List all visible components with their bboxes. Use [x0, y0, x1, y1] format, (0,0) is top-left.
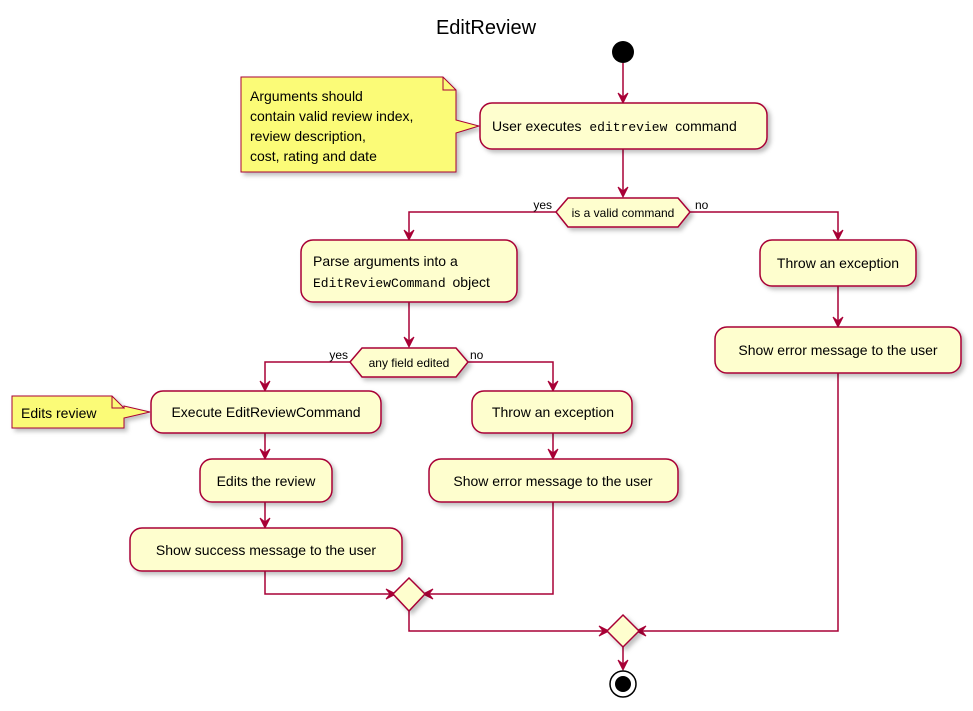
activity-execute-command: Execute EditReviewCommand	[150, 390, 382, 434]
merge-node-inner	[391, 576, 427, 613]
activity-throw-right-label: Throw an exception	[777, 255, 899, 271]
activity-parse-line-1: Parse arguments into a	[313, 253, 458, 269]
edge-success-to-merge	[264, 571, 393, 595]
activity-throw-mid: Throw an exception	[471, 390, 633, 434]
note-arguments-line-3: review description,	[250, 128, 366, 144]
edge-merge-to-merge	[408, 611, 606, 632]
edges	[259, 63, 844, 672]
edge-edited-no	[468, 361, 554, 388]
decision-valid-command-label: is a valid command	[572, 206, 675, 220]
activity-throw-right: Throw an exception	[759, 239, 917, 287]
note-arguments-line-4: cost, rating and date	[250, 148, 377, 164]
svg-text:EditReviewCommand object: EditReviewCommand object	[313, 274, 490, 291]
edge-error-mid-to-merge	[426, 502, 554, 595]
activity-show-error-right-label: Show error message to the user	[738, 342, 938, 358]
note-arguments-line-2: contain valid review index,	[250, 108, 413, 124]
activity-parse-post: object	[453, 274, 490, 290]
diagram-title: EditReview	[436, 17, 537, 39]
activity-user-executes-post: command	[675, 118, 736, 134]
decision-field-edited-no: no	[470, 348, 484, 362]
note-edits-review: Edits review	[11, 395, 151, 429]
svg-text:User executes editreview: User executes editreview command	[492, 118, 737, 135]
activity-user-executes: User executes editreview command	[479, 102, 768, 150]
note-arguments-line-1: Arguments should	[250, 88, 363, 104]
note-edits-text: Edits review	[21, 405, 97, 421]
decision-field-edited-yes: yes	[329, 348, 348, 362]
edge-valid-no	[690, 211, 839, 237]
decision-valid-command: is a valid command yes no	[533, 197, 709, 228]
activity-show-success: Show success message to the user	[129, 527, 403, 572]
activity-user-executes-code: editreview	[589, 120, 667, 135]
edge-error-right-to-merge	[639, 373, 839, 632]
activity-execute-label: Execute EditReviewCommand	[171, 404, 360, 420]
activity-show-error-mid: Show error message to the user	[428, 458, 679, 503]
end-node	[609, 670, 637, 698]
activity-show-error-right: Show error message to the user	[714, 326, 962, 374]
start-node	[612, 41, 634, 63]
activity-user-executes-pre: User executes	[492, 118, 581, 134]
activity-throw-mid-label: Throw an exception	[492, 404, 614, 420]
decision-valid-command-yes: yes	[533, 198, 552, 212]
activity-parse-code: EditReviewCommand	[313, 276, 446, 291]
edge-edited-yes	[264, 361, 350, 388]
activity-edits-review-label: Edits the review	[217, 473, 317, 489]
activity-show-error-mid-label: Show error message to the user	[453, 473, 653, 489]
decision-field-edited-label: any field edited	[369, 356, 450, 370]
merge-node-outer	[605, 613, 641, 649]
note-arguments: Arguments should contain valid review in…	[240, 76, 481, 173]
activity-edits-review: Edits the review	[199, 458, 333, 503]
activity-parse-arguments: Parse arguments into a EditReviewCommand…	[300, 239, 518, 303]
edge-valid-yes	[408, 211, 556, 237]
activity-show-success-label: Show success message to the user	[156, 542, 377, 558]
decision-field-edited: any field edited yes no	[329, 347, 484, 378]
decision-valid-command-no: no	[695, 198, 709, 212]
